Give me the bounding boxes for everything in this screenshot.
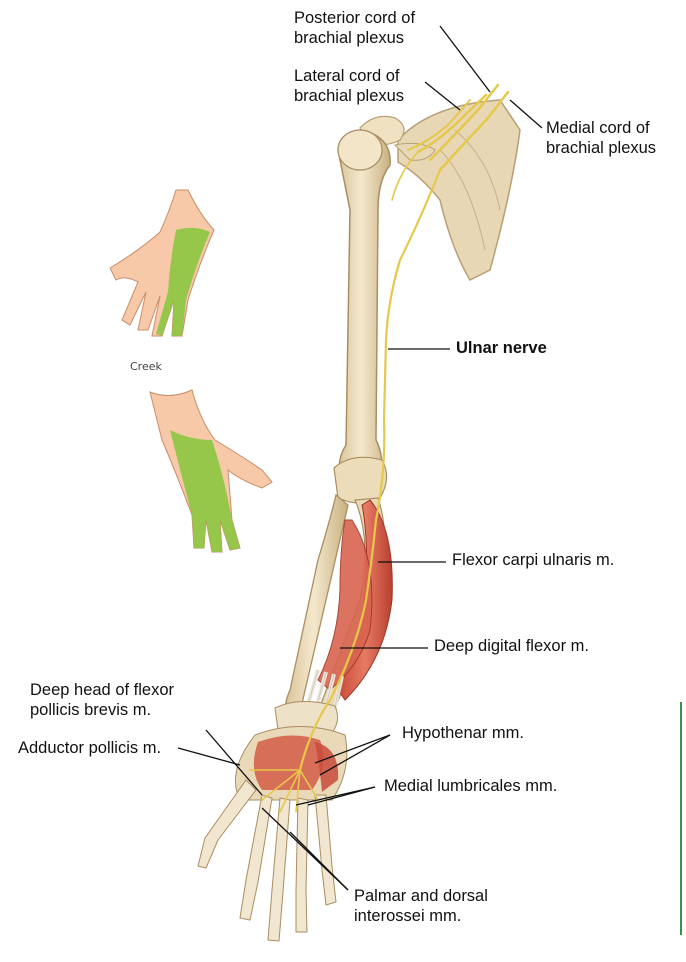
fingers — [198, 780, 336, 941]
side-accent-rule — [680, 702, 682, 935]
inset-caption: Creek — [130, 360, 162, 373]
label-posterior-cord: Posterior cord of brachial plexus — [294, 8, 415, 48]
label-hypothenar: Hypothenar mm. — [402, 723, 524, 743]
hand-muscles — [254, 735, 324, 790]
humerus — [338, 131, 390, 485]
label-medial-cord: Medial cord of brachial plexus — [546, 118, 656, 158]
label-flexor-carpi-ulnaris: Flexor carpi ulnaris m. — [452, 550, 614, 570]
label-medial-lumbricales: Medial lumbricales mm. — [384, 776, 557, 796]
inset-hand-palmar — [110, 190, 214, 336]
label-ulnar-nerve: Ulnar nerve — [456, 338, 547, 358]
scapula — [398, 100, 520, 280]
label-adductor-pollicis: Adductor pollicis m. — [18, 738, 161, 758]
label-deep-head-fpb: Deep head of flexor pollicis brevis m. — [30, 680, 174, 720]
elbow — [334, 457, 387, 503]
label-deep-digital-flexor: Deep digital flexor m. — [434, 636, 589, 656]
inset-hand-dorsal — [150, 390, 272, 552]
label-interossei: Palmar and dorsal interossei mm. — [354, 886, 488, 926]
label-lateral-cord: Lateral cord of brachial plexus — [294, 66, 404, 106]
